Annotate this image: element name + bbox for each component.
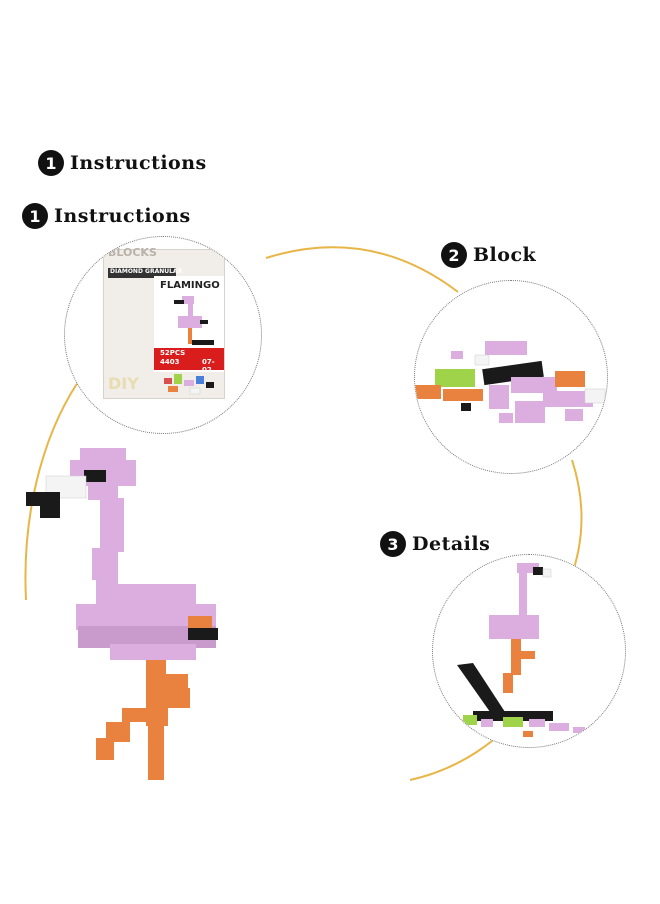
step-heading-details: 3 Details [380,531,490,557]
step-number-badge: 3 [380,531,406,557]
package-model: 4403 [160,358,180,366]
step-label: Details [412,533,491,555]
assembled-flamingo-image [26,448,218,780]
step-heading-block: 2 Block [441,242,536,268]
package-flamingo-image [174,296,214,345]
package-bricks-image [164,374,214,395]
step-label: Instructions [70,152,207,174]
step-heading-instructions: 1 Instructions [22,203,191,229]
package-series: 07-02 [202,358,215,374]
package-name: FLAMINGO [160,280,220,291]
step-number-badge: 1 [38,150,64,176]
details-build-photo [432,554,626,748]
blocks-pile-image [415,341,606,423]
step-label: Block [473,244,537,266]
package-pieces: 52PCS [160,349,186,357]
step-number-badge: 1 [22,203,48,229]
loose-blocks-photo [414,280,608,474]
step-label: Instructions [54,205,191,227]
step-heading-instructions-top: 1 Instructions [38,150,207,176]
step-number-badge: 2 [441,242,467,268]
partial-build-image [446,563,585,737]
